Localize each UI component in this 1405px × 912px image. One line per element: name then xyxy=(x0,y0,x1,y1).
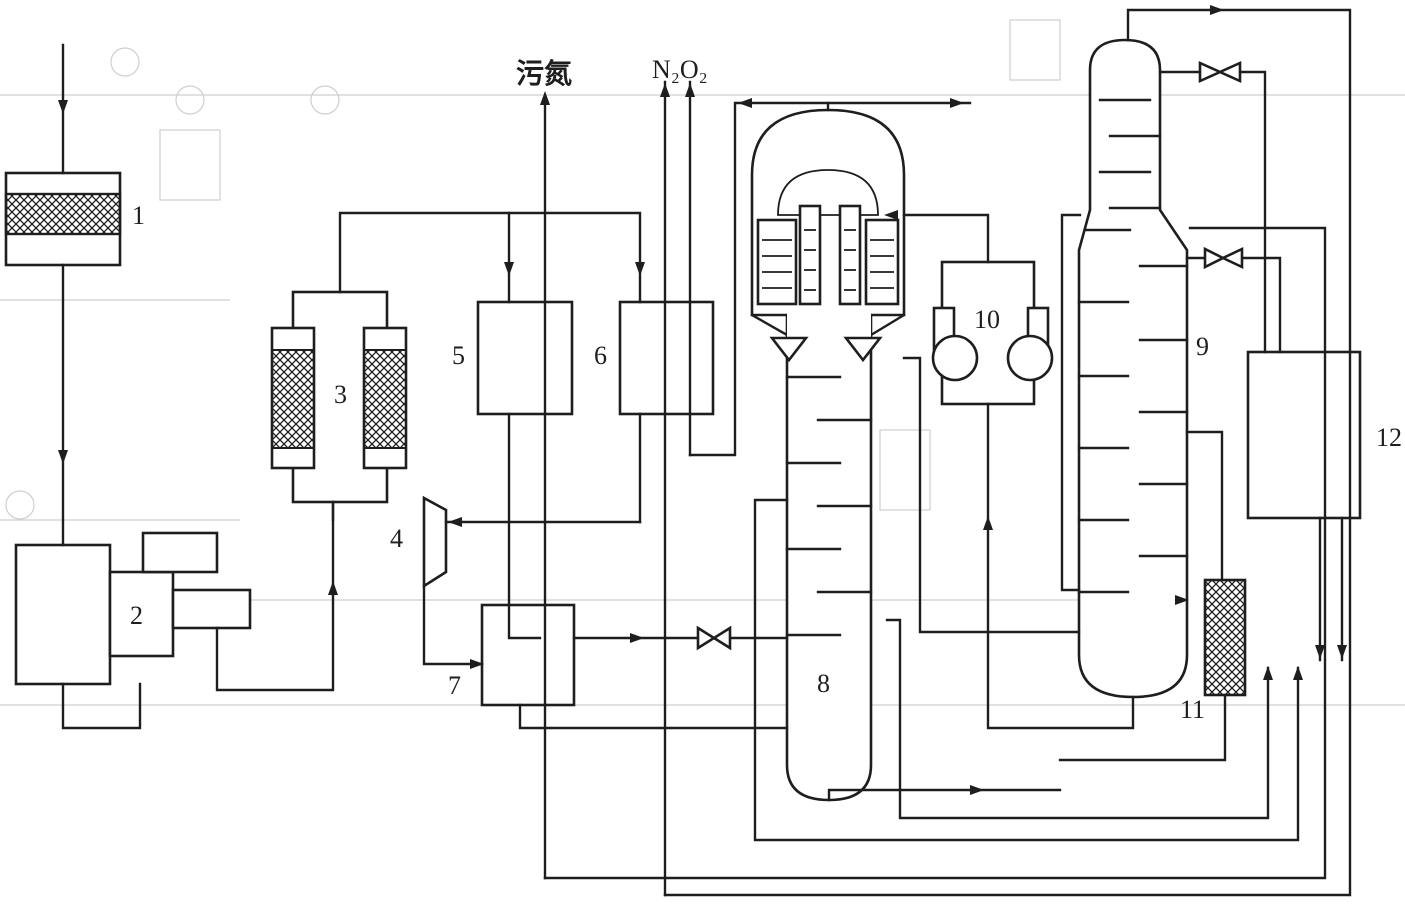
label-unit-6: 6 xyxy=(594,341,607,370)
label-unit-5: 5 xyxy=(452,341,465,370)
label-unit-4: 4 xyxy=(390,524,403,553)
background-ghost-lines xyxy=(0,19,1405,706)
unit-9-upper-column xyxy=(1077,38,1189,699)
unit-8-lower-column xyxy=(750,108,906,802)
label-unit-8: 8 xyxy=(817,669,830,698)
unit-11-adsorber xyxy=(1203,578,1247,697)
label-unit-11: 11 xyxy=(1180,695,1205,724)
unit-labels: 1 2 3 4 5 6 7 8 9 10 11 12 xyxy=(130,201,1402,724)
label-unit-2: 2 xyxy=(130,601,143,630)
label-unit-12: 12 xyxy=(1376,423,1402,452)
unit-3-adsorbers xyxy=(270,290,408,504)
piping xyxy=(61,8,1352,897)
valve-icons xyxy=(696,60,1244,651)
flow-arrows xyxy=(58,5,1347,795)
unit-1-filter xyxy=(4,171,122,267)
unit-4-turbine xyxy=(422,495,448,589)
label-unit-1: 1 xyxy=(132,201,145,230)
unit-12-subcooler xyxy=(1246,350,1362,520)
unit-6-heat-exchanger xyxy=(618,300,715,416)
unit-10-pumps xyxy=(931,260,1054,406)
label-unit-7: 7 xyxy=(448,671,461,700)
label-unit-9: 9 xyxy=(1196,332,1209,361)
label-n2-o2: N₂O₂ xyxy=(652,55,708,84)
unit-5-heat-exchanger xyxy=(476,300,574,416)
label-waste-nitrogen: 污氮 xyxy=(516,57,572,90)
label-unit-3: 3 xyxy=(334,380,347,409)
unit-7-heat-exchanger xyxy=(480,603,576,707)
label-unit-10: 10 xyxy=(974,305,1000,334)
